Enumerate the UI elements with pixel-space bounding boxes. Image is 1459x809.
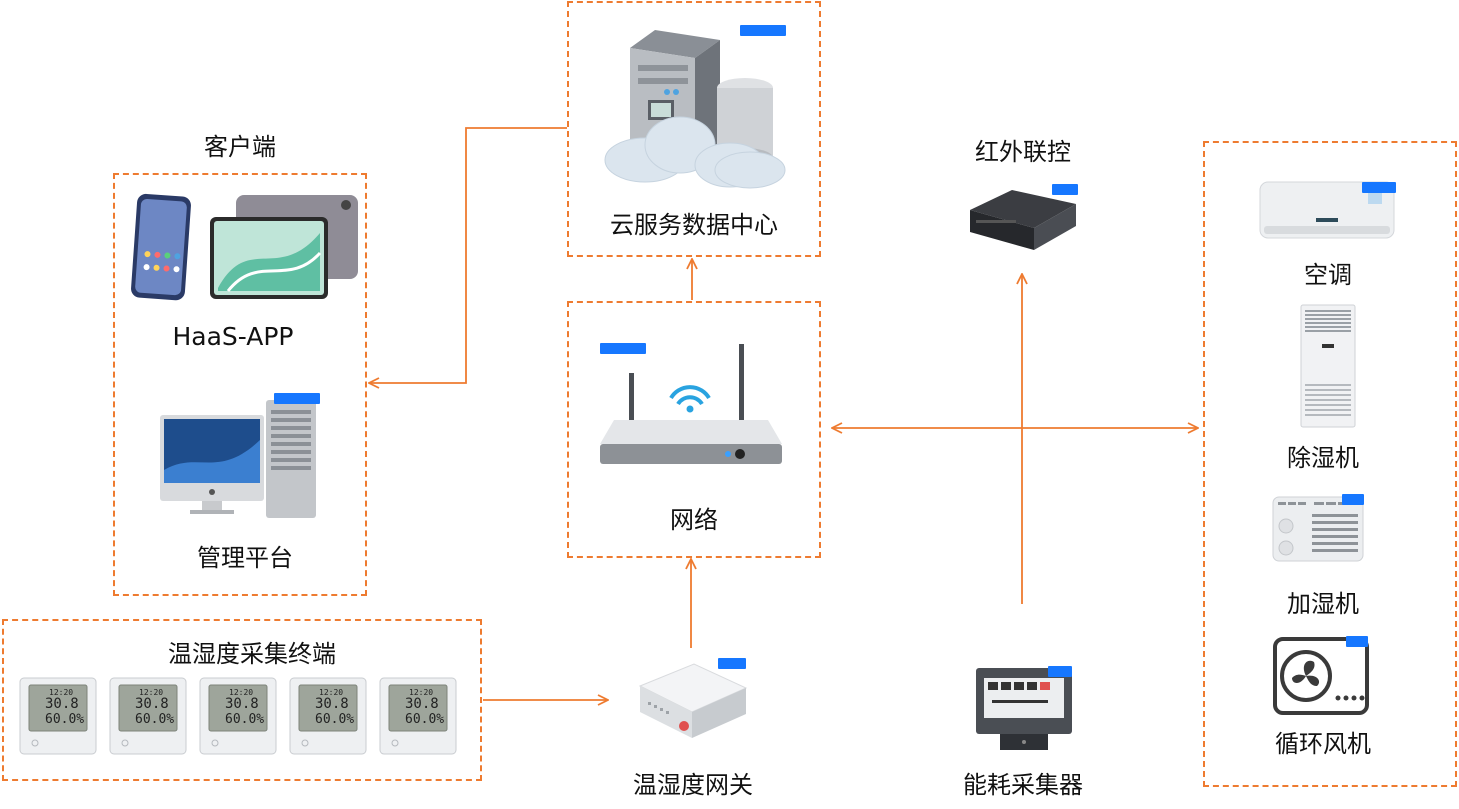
cloud-to-client-arrow <box>370 127 567 383</box>
sensor-humidity-readout: 60.0% <box>135 712 175 727</box>
tag-icon <box>274 393 320 404</box>
dehumidifier-icon <box>1300 304 1356 428</box>
network-label: 网络 <box>670 506 718 534</box>
tag-icon <box>600 343 646 354</box>
sensor-time-readout: 12:20 <box>229 688 254 697</box>
air-conditioner-icon <box>1258 180 1398 242</box>
phone-icon <box>128 193 192 301</box>
fan-icon <box>1272 636 1370 716</box>
sensor-temp-readout: 30.8 <box>405 696 439 712</box>
sensor-temp-readout: 30.8 <box>315 696 349 712</box>
sensor-humidity-readout: 60.0% <box>315 712 355 727</box>
sensors-box <box>2 619 482 781</box>
sensor-humidity-readout: 60.0% <box>405 712 445 727</box>
humidifier-icon <box>1272 494 1366 564</box>
network-box <box>567 301 821 558</box>
sensor-humidity-readout: 60.0% <box>45 712 85 727</box>
desktop-computer-icon <box>158 390 320 520</box>
client-box <box>113 173 367 596</box>
tag-icon <box>1052 184 1078 195</box>
cloud-label: 云服务数据中心 <box>610 211 778 239</box>
device-label-fan: 循环风机 <box>1275 730 1371 758</box>
tag-icon <box>1048 666 1072 677</box>
sensor-time-readout: 12:20 <box>319 688 344 697</box>
cloud-box <box>567 1 821 257</box>
sensor-time-readout: 12:20 <box>409 688 434 697</box>
app-label: HaaS-APP <box>172 322 294 351</box>
tag-icon <box>740 25 786 36</box>
gateway-icon <box>636 658 748 742</box>
sensor-time-readout: 12:20 <box>139 688 164 697</box>
devices-box <box>1203 141 1457 787</box>
tag-icon <box>1362 182 1396 193</box>
ir-label: 红外联控 <box>975 138 1071 166</box>
meter-label: 能耗采集器 <box>963 771 1083 799</box>
device-label-humidifier: 加湿机 <box>1287 590 1359 618</box>
tag-icon <box>718 658 746 669</box>
router-icon <box>596 338 786 468</box>
sensor-temp-readout: 30.8 <box>45 696 79 712</box>
device-label-aircon: 空调 <box>1304 261 1352 289</box>
sensor-temp-readout: 30.8 <box>225 696 259 712</box>
sensor-humidity-readout: 60.0% <box>225 712 265 727</box>
tablet-icon <box>208 193 360 301</box>
ir-controller-icon <box>966 184 1080 256</box>
energy-meter-icon <box>974 664 1074 752</box>
platform-label: 管理平台 <box>197 544 293 572</box>
cloud-server-icon <box>600 20 790 190</box>
tag-icon <box>1342 494 1364 505</box>
sensors-title: 温湿度采集终端 <box>168 640 336 668</box>
sensor-time-readout: 12:20 <box>49 688 74 697</box>
tag-icon <box>1346 636 1368 647</box>
gateway-label: 温湿度网关 <box>633 771 753 799</box>
sensor-temp-readout: 30.8 <box>135 696 169 712</box>
device-label-dehumidifier: 除湿机 <box>1287 444 1359 472</box>
client-title: 客户端 <box>204 133 276 161</box>
